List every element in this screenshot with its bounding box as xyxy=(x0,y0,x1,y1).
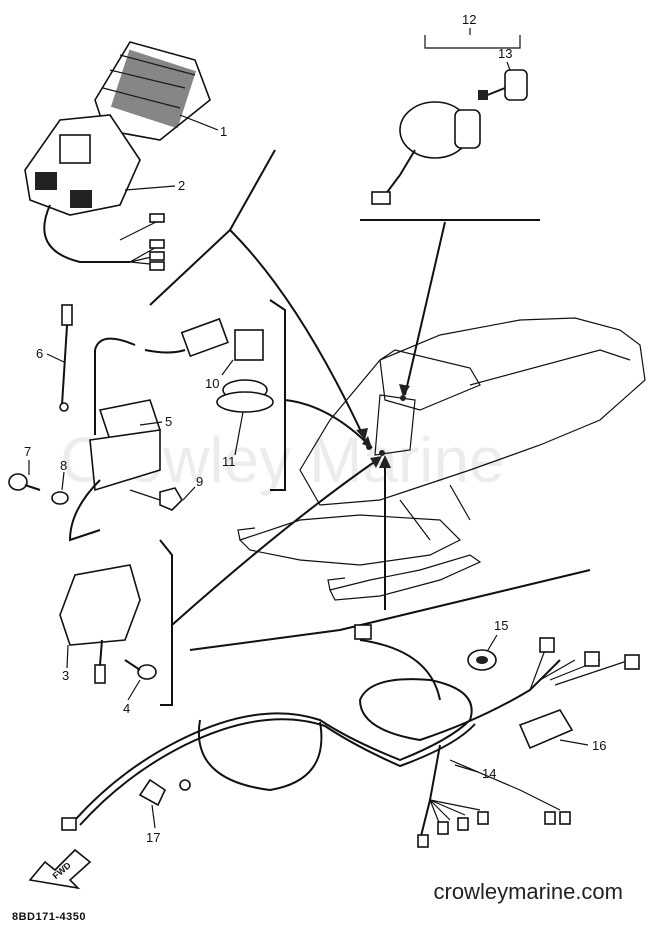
callout-leaders xyxy=(28,28,589,829)
callout-4: 4 xyxy=(123,701,130,716)
callout-13: 13 xyxy=(498,46,512,61)
leader-arrows xyxy=(171,221,446,626)
website-label: crowleymarine.com xyxy=(433,879,624,904)
part-3-cdi-unit xyxy=(59,564,141,684)
callout-numbers: 1 2 3 4 5 6 7 8 9 10 11 12 13 14 15 16 1… xyxy=(24,12,606,845)
callout-14: 14 xyxy=(482,766,496,781)
part-12-ignition-switch xyxy=(371,101,481,205)
part-8-washer xyxy=(51,491,69,505)
callout-12: 12 xyxy=(462,12,476,27)
part-9-nut xyxy=(159,487,184,511)
callout-1: 1 xyxy=(220,124,227,139)
callout-2: 2 xyxy=(178,178,185,193)
part-4-bolt xyxy=(124,659,157,680)
callout-3: 3 xyxy=(62,668,69,683)
part-2-switch-housing xyxy=(24,114,165,271)
part-11-cover xyxy=(216,379,274,413)
part-14-wire-harness xyxy=(61,624,640,848)
callout-7: 7 xyxy=(24,444,31,459)
diagram-code: 8BD171-4350 xyxy=(12,911,86,923)
part-17-clamp xyxy=(138,778,167,807)
part-13-key xyxy=(478,69,528,101)
callout-9: 9 xyxy=(196,474,203,489)
callout-8: 8 xyxy=(60,458,67,473)
callout-6: 6 xyxy=(36,346,43,361)
part-7-bolt xyxy=(8,473,41,491)
part-16-cap xyxy=(518,709,574,750)
part-10-plug-cap xyxy=(144,317,264,361)
callout-17: 17 xyxy=(146,830,160,845)
callout-11: 11 xyxy=(222,454,236,469)
part-6-strap xyxy=(59,304,73,412)
callout-16: 16 xyxy=(592,738,606,753)
callout-10: 10 xyxy=(205,376,219,391)
part-5-ignition-coil xyxy=(68,337,162,542)
fwd-arrow-icon: FWD xyxy=(28,848,92,890)
callout-5: 5 xyxy=(165,414,172,429)
part-15-grommet xyxy=(467,649,497,671)
callout-15: 15 xyxy=(494,618,508,633)
